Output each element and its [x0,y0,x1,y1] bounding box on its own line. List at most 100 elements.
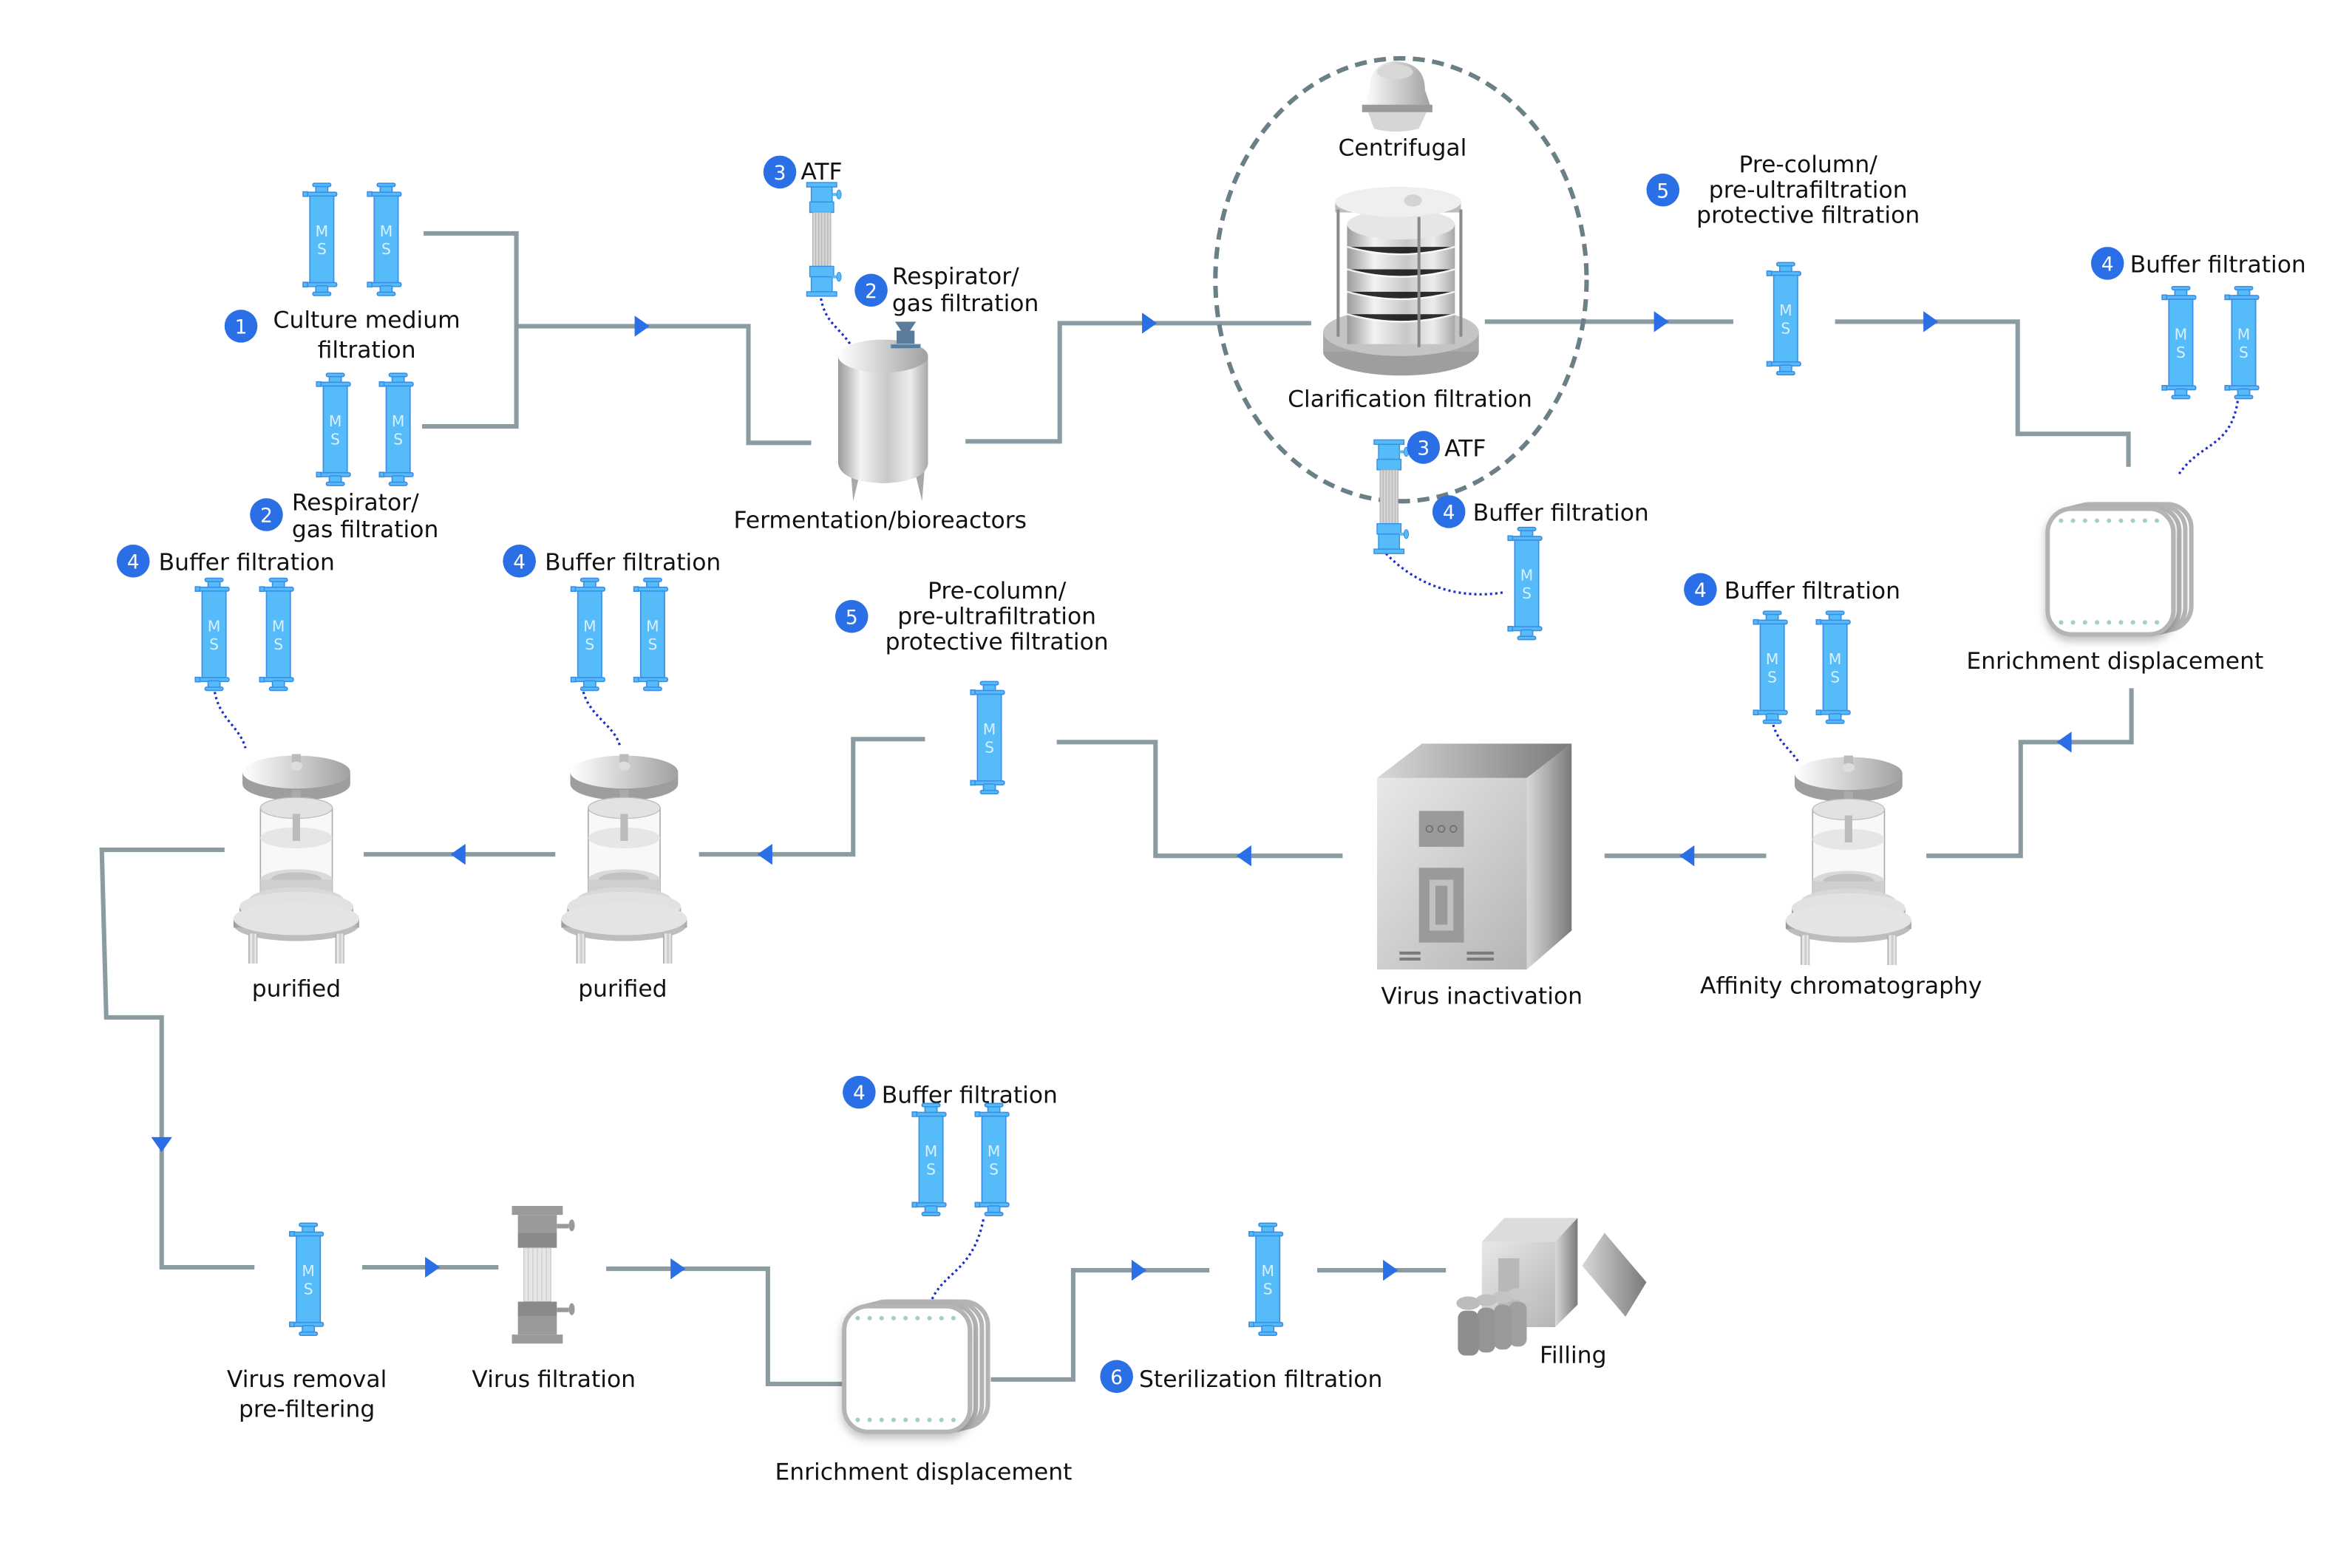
depth-filter-housing[interactable] [1323,187,1479,376]
ms-mark: M [1520,567,1533,584]
bioreactor[interactable] [838,321,928,502]
ms-mark: S [381,240,391,258]
arrow-right-icon [1142,313,1158,334]
step-sterilization: 6 Sterilization filtration [1100,1360,1382,1394]
badge-number: 4 [513,551,526,573]
badge [2090,247,2124,280]
pipe-precolumn-to-enrichment [1835,319,2131,467]
virus-filter-module[interactable] [511,1205,575,1344]
badge [1407,431,1441,464]
ms-mark: M [329,412,341,430]
ms-mark: S [393,430,403,448]
dotted-links [212,293,2239,1303]
ms-mark: M [208,617,220,635]
label: Buffer filtration [2130,252,2306,279]
ms-mark: S [989,1160,999,1178]
badge-number: 4 [853,1083,866,1105]
ms-mark: M [1261,1262,1274,1280]
badge-number: 4 [127,551,140,573]
arrow-left-icon [757,843,772,865]
badge [1646,173,1680,207]
flow-arrows [151,311,2072,1281]
arrow-left-icon [2056,732,2072,753]
ms-mark: M [1829,650,1841,668]
ms-mark: S [1830,668,1840,686]
label: Buffer filtration [882,1082,1058,1108]
arrow-right-icon [1923,311,1939,333]
ms-mark: M [646,617,659,635]
label: Pre-column/ [928,578,1067,604]
atf-module-icon[interactable] [1373,439,1410,555]
ms-mark: S [317,240,327,258]
badge-number: 2 [260,505,273,528]
ms-mark: M [583,617,596,635]
pipe-precolumn-to-purified2 [699,737,925,857]
label: pre-ultrafiltration [1709,177,1908,203]
arrow-right-icon [425,1256,441,1278]
ms-mark: S [2239,344,2249,361]
ms-mark: M [925,1142,937,1160]
virus-inactivation-cabinet[interactable] [1377,743,1572,970]
step-precolumn-top: 5 Pre-column/ pre-ultrafiltration protec… [1646,151,1920,229]
step-culture-medium: 1 Culture medium filtration [224,307,460,364]
pipe-enrichment-to-affinity [1926,688,2134,859]
badge-number: 3 [774,163,786,185]
ms-mark: S [1263,1280,1273,1298]
centrifugal-label: Centrifugal [1339,135,1467,162]
vials-icon [1456,1288,1529,1356]
affinity-label: Affinity chromatography [1700,972,1982,999]
pipe-to-fermenter [516,324,812,446]
pipe-culture-medium [422,231,519,429]
arrow-right-icon [634,316,650,337]
centrifuge[interactable] [1362,61,1432,132]
label: ATF [801,159,842,185]
step-buffer-purified-1: 4 Buffer filtration [116,545,335,578]
clarification-label: Clarification filtration [1288,386,1532,413]
ms-mark: M [392,412,404,430]
ms-mark: S [648,635,657,653]
step-buffer-purified-2: 4 Buffer filtration [503,545,721,578]
label: Sterilization filtration [1139,1366,1382,1393]
badge-number: 3 [1417,438,1430,460]
chromatography-column-icon[interactable] [232,753,361,964]
label: filtration [318,337,416,364]
label: Buffer filtration [159,549,335,576]
label: ATF [1444,436,1486,463]
arrow-right-icon [1131,1259,1147,1281]
ms-mark: S [926,1160,936,1178]
badge [763,155,797,189]
step-buffer-top-right: 4 Buffer filtration [2090,247,2306,280]
atf-module-icon[interactable] [806,182,843,297]
arrow-right-icon [670,1258,686,1280]
ms-mark: M [2175,326,2187,344]
badge-number: 1 [235,317,248,339]
cassette-stack-icon[interactable] [2047,504,2191,634]
badge [1100,1360,1133,1394]
arrow-left-icon [1679,845,1695,867]
label: Respirator/ [292,489,419,516]
label: Respirator/ [892,264,1019,290]
badge [835,599,869,633]
chromatography-column-icon[interactable] [1784,754,1912,967]
ms-mark: S [273,635,283,653]
ms-mark: S [985,738,994,756]
label: Culture medium [273,307,460,333]
chromatography-column-icon[interactable] [560,753,688,964]
badge [224,310,258,343]
badge-number: 4 [1443,502,1455,525]
enrichment-right-label: Enrichment displacement [1966,648,2263,675]
ms-mark: M [380,222,392,240]
ms-mark: S [209,635,219,653]
cassette-stack-icon[interactable] [844,1302,988,1432]
badge-number: 4 [1694,580,1707,602]
virus-removal-label: Virus removal [227,1366,387,1393]
filling-station[interactable] [1456,1218,1647,1356]
badge-number: 4 [2101,253,2114,276]
label: protective filtration [886,629,1109,655]
clarification-group-outline [1213,55,1589,504]
ms-mark: S [1522,584,1532,602]
virus-filtration-label: Virus filtration [472,1366,636,1393]
atf-module-top[interactable] [806,182,843,297]
